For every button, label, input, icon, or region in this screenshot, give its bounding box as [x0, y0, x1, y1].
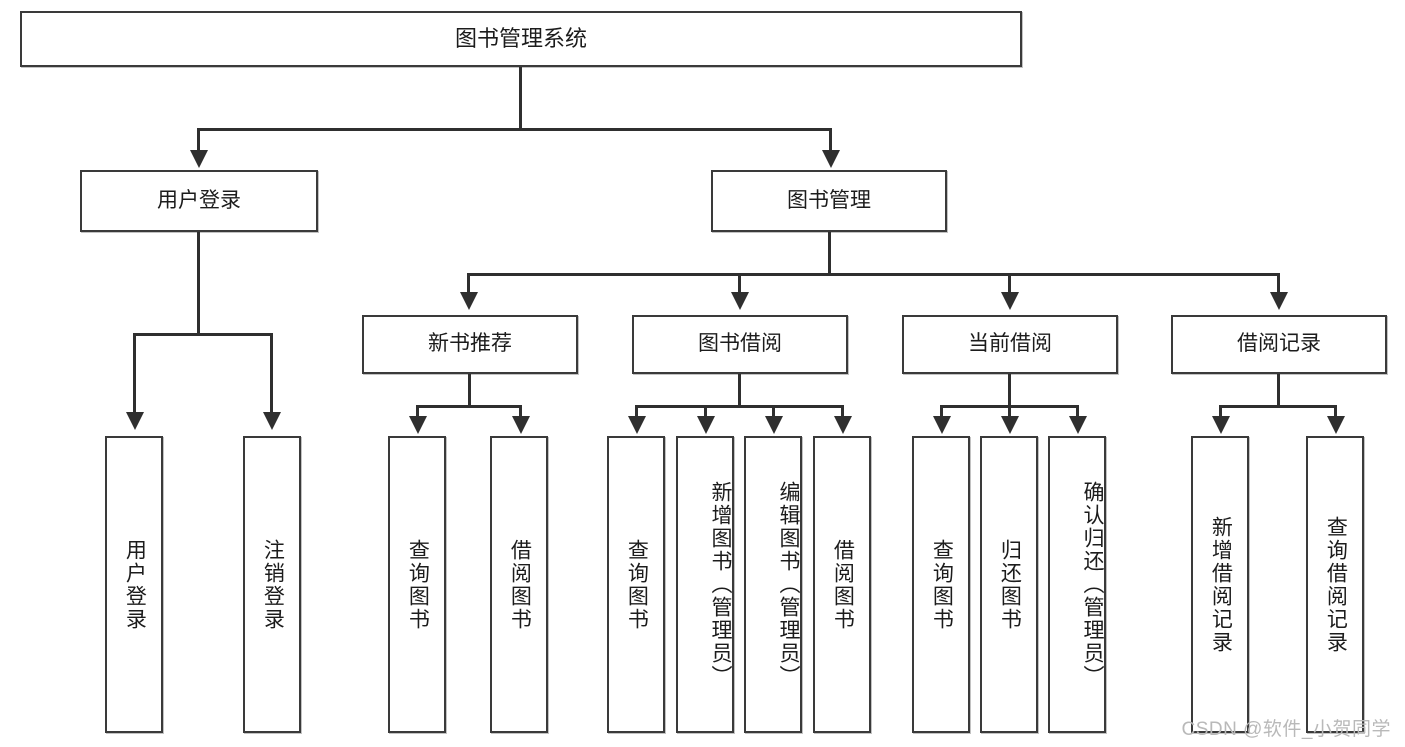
connector-borrow-record-bus [1219, 405, 1337, 408]
arrowhead-bb-leaf-1 [628, 416, 646, 434]
arrowhead-to-user-login [190, 150, 208, 168]
arrowhead-user-login-leaf-1 [126, 412, 144, 430]
arrowhead-bb-leaf-4 [834, 416, 852, 434]
connector-bb-to-leaf-1 [635, 405, 638, 419]
node-label: 查询图书 [930, 538, 954, 631]
leaf-new-book-borrow-book[interactable]: 借阅图书 [490, 436, 548, 733]
arrowhead-book-borrow [731, 292, 749, 310]
connector-user-login-to-leaf-2 [270, 333, 273, 416]
leaf-book-borrow-add-book-admin[interactable]: 新增图书（管理员） [676, 436, 734, 733]
node-label: 编辑图书（管理员） [777, 481, 800, 688]
connector-bm-to-borrow-record [1277, 273, 1280, 295]
node-label: 借阅图书 [831, 538, 855, 631]
arrowhead-cb-leaf-2 [1001, 416, 1019, 434]
leaf-new-book-query-book[interactable]: 查询图书 [388, 436, 446, 733]
arrowhead-user-login-leaf-2 [263, 412, 281, 430]
connector-root-bus [197, 128, 832, 131]
connector-book-management-bus [467, 273, 1279, 276]
node-label: 新增借阅记录 [1209, 515, 1233, 654]
watermark-csdn: CSDN @软件_小贺同学 [1181, 719, 1391, 740]
arrowhead-cb-leaf-3 [1069, 416, 1087, 434]
connector-br-to-leaf-2 [1334, 405, 1337, 419]
arrowhead-to-book-management [822, 150, 840, 168]
connector-root-to-book-management [829, 128, 832, 154]
node-label: 新增图书（管理员） [709, 481, 732, 688]
node-book-borrow[interactable]: 图书借阅 [632, 315, 848, 374]
leaf-user-login-logout[interactable]: 注销登录 [243, 436, 301, 733]
connector-root-to-user-login [197, 128, 200, 154]
leaf-current-borrow-query-book[interactable]: 查询图书 [912, 436, 970, 733]
node-label: 图书借阅 [698, 332, 782, 356]
connector-new-book-bus [416, 405, 522, 408]
leaf-book-borrow-query-book[interactable]: 查询图书 [607, 436, 665, 733]
connector-root-trunk [519, 67, 522, 130]
node-borrow-record[interactable]: 借阅记录 [1171, 315, 1387, 374]
node-label: 新书推荐 [428, 332, 512, 356]
leaf-book-borrow-edit-book-admin[interactable]: 编辑图书（管理员） [744, 436, 802, 733]
connector-bm-to-current-borrow [1008, 273, 1011, 295]
arrowhead-br-leaf-1 [1212, 416, 1230, 434]
connector-bm-to-book-borrow [738, 273, 741, 295]
node-label: 查询图书 [406, 538, 430, 631]
leaf-borrow-record-query-record[interactable]: 查询借阅记录 [1306, 436, 1364, 733]
connector-book-borrow-trunk [738, 374, 741, 407]
connector-bb-to-leaf-4 [841, 405, 844, 419]
connector-cb-to-leaf-2 [1008, 405, 1011, 419]
connector-cb-to-leaf-1 [940, 405, 943, 419]
connector-new-book-to-leaf-2 [519, 405, 522, 419]
leaf-current-borrow-return-book[interactable]: 归还图书 [980, 436, 1038, 733]
node-current-borrow[interactable]: 当前借阅 [902, 315, 1118, 374]
arrowhead-borrow-record [1270, 292, 1288, 310]
connector-borrow-record-trunk [1277, 374, 1280, 407]
node-label: 当前借阅 [968, 332, 1052, 356]
arrowhead-new-book-leaf-1 [409, 416, 427, 434]
node-label: 确认归还（管理员） [1081, 481, 1104, 688]
node-label: 借阅图书 [508, 538, 532, 631]
connector-new-book-trunk [468, 374, 471, 407]
connector-cb-to-leaf-3 [1076, 405, 1079, 419]
connector-br-to-leaf-1 [1219, 405, 1222, 419]
connector-user-login-bus [133, 333, 273, 336]
connector-user-login-trunk [197, 232, 200, 335]
node-root-book-management-system[interactable]: 图书管理系统 [20, 11, 1022, 67]
node-label: 图书管理系统 [454, 26, 587, 52]
node-label: 图书管理 [787, 188, 871, 212]
leaf-current-borrow-confirm-return-admin[interactable]: 确认归还（管理员） [1048, 436, 1106, 733]
node-new-book-recommend[interactable]: 新书推荐 [362, 315, 578, 374]
node-book-management[interactable]: 图书管理 [711, 170, 947, 232]
arrowhead-br-leaf-2 [1327, 416, 1345, 434]
connector-book-management-trunk [828, 232, 831, 275]
connector-user-login-to-leaf-1 [133, 333, 136, 416]
node-label: 用户登录 [157, 188, 241, 212]
leaf-borrow-record-add-record[interactable]: 新增借阅记录 [1191, 436, 1249, 733]
connector-bm-to-new-book [467, 273, 470, 295]
node-label: 注销登录 [261, 538, 285, 631]
connector-bb-to-leaf-3 [772, 405, 775, 419]
connector-bb-to-leaf-2 [704, 405, 707, 419]
leaf-book-borrow-borrow-book[interactable]: 借阅图书 [813, 436, 871, 733]
connector-current-borrow-trunk [1008, 374, 1011, 407]
arrowhead-current-borrow [1001, 292, 1019, 310]
arrowhead-bb-leaf-2 [697, 416, 715, 434]
connector-new-book-to-leaf-1 [416, 405, 419, 419]
arrowhead-new-book-leaf-2 [512, 416, 530, 434]
node-label: 查询借阅记录 [1324, 515, 1348, 654]
connector-book-borrow-bus [635, 405, 844, 408]
node-label: 归还图书 [998, 538, 1022, 631]
arrowhead-bb-leaf-3 [765, 416, 783, 434]
node-label: 借阅记录 [1237, 332, 1321, 356]
leaf-user-login-login[interactable]: 用户登录 [105, 436, 163, 733]
node-label: 用户登录 [123, 538, 147, 631]
node-label: 查询图书 [625, 538, 649, 631]
arrowhead-cb-leaf-1 [933, 416, 951, 434]
arrowhead-new-book-recommend [460, 292, 478, 310]
node-user-login[interactable]: 用户登录 [80, 170, 318, 232]
